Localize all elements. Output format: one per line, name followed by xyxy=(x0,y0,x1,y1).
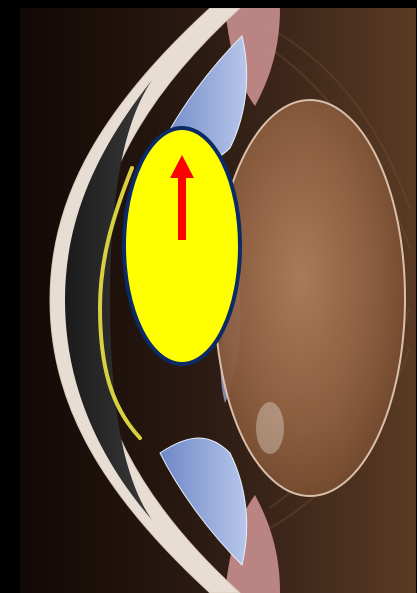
lens xyxy=(215,100,405,496)
eye-svg xyxy=(20,8,416,593)
lens-reflection xyxy=(256,402,284,454)
eye-illustration xyxy=(20,8,416,593)
